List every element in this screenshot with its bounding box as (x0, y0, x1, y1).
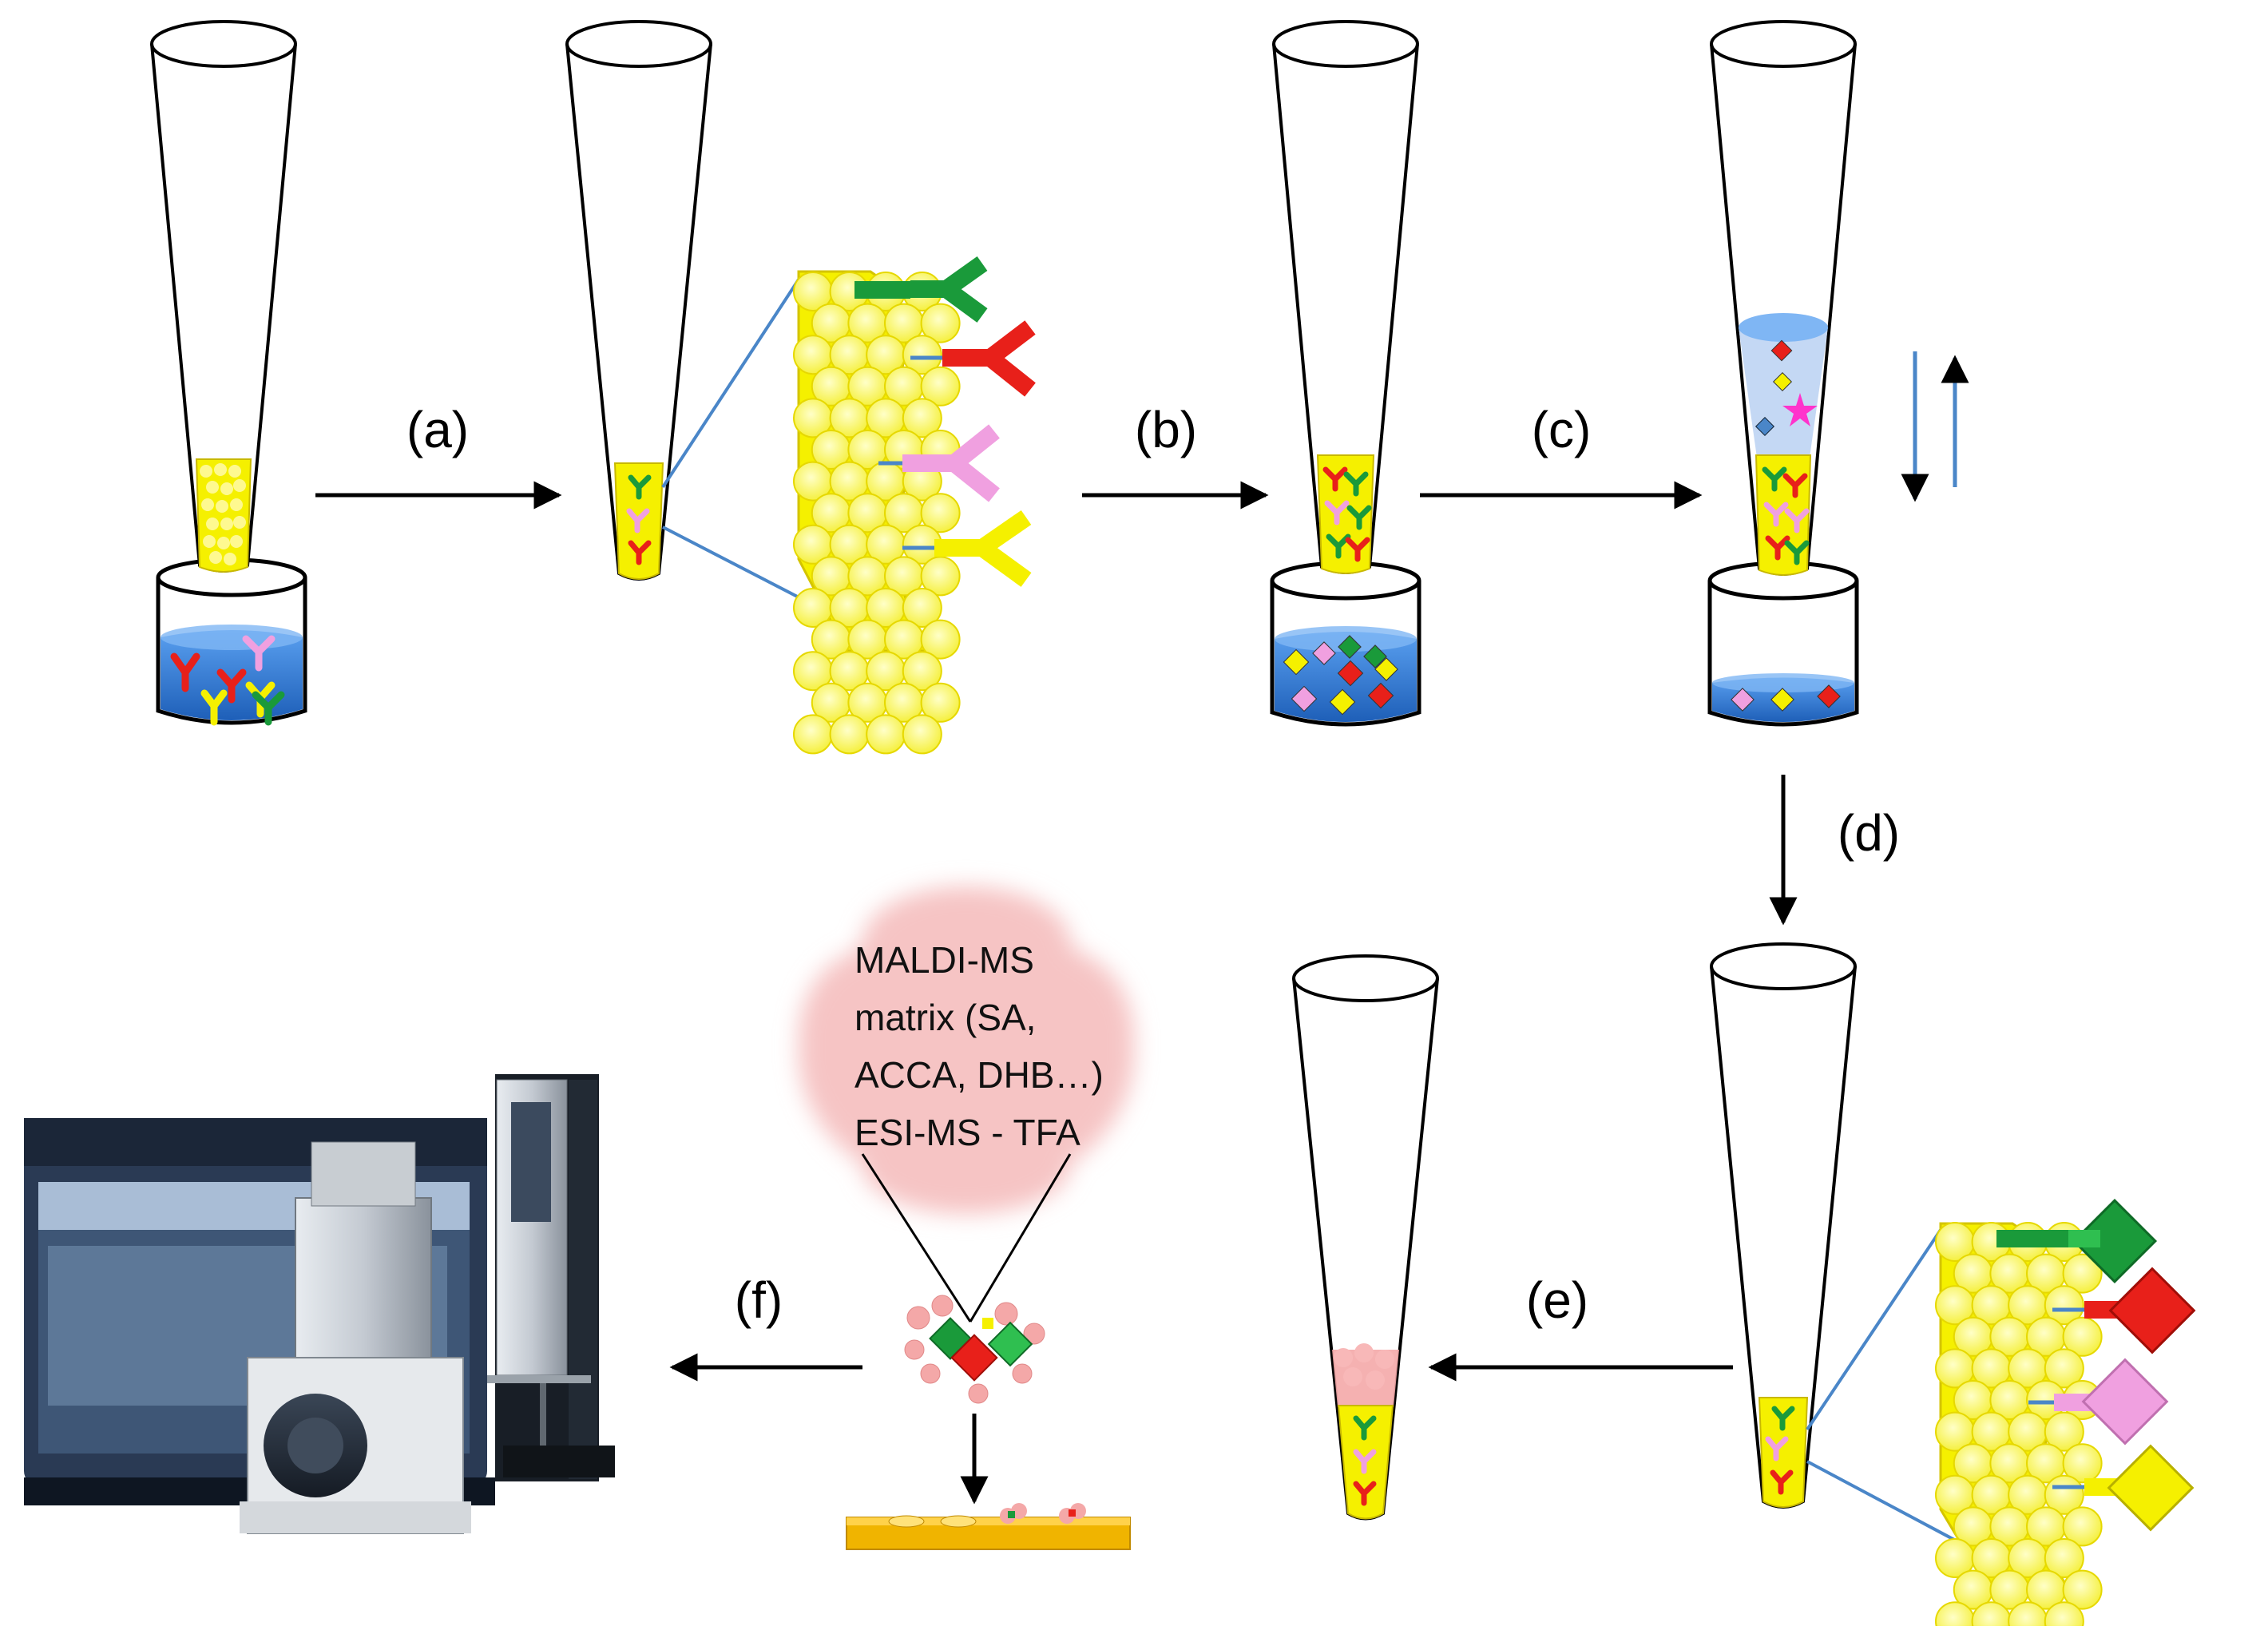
stage-6-elution (1292, 954, 1439, 1521)
free-antigens (1283, 635, 1398, 716)
label-step-e: (e) (1526, 1271, 1588, 1329)
resin-bead (2044, 1411, 2084, 1452)
matrix-cloud-group: MALDI-MS matrix (SA, ACCA, DHB…) ESI-MS … (799, 886, 1134, 1323)
arrow-step-e: (e) (1428, 1271, 1733, 1382)
resin-bead (793, 714, 833, 755)
resin-bead (920, 682, 961, 723)
pipette-tip-1 (150, 20, 297, 573)
resin-zoom-2 (1935, 1222, 2103, 1630)
antibody-pink-tethered (878, 424, 1000, 502)
label-step-d: (d) (1838, 804, 1900, 862)
mass-spectrometer (24, 1074, 615, 1534)
label-step-c: (c) (1532, 401, 1592, 458)
beaker-2 (1270, 561, 1421, 727)
pipette-tip-2 (565, 20, 712, 581)
cone-line-right (969, 1153, 1072, 1323)
matrix-cloud (799, 886, 1134, 1214)
arrow-step-f: (f) (669, 1271, 862, 1382)
pipette-tip-4 (1710, 20, 1857, 576)
resin-bead (2044, 1285, 2084, 1326)
antigen-star (1782, 393, 1818, 426)
antibody-green-tethered (854, 256, 988, 323)
immobilized-antibodies-zoom (854, 256, 1036, 587)
resin-zoom-1 (793, 270, 961, 755)
ion-source-unit (240, 1141, 471, 1534)
antibody-antigen-complexes (1996, 1198, 2196, 1532)
arrow-step-b: (b) (1082, 401, 1269, 510)
resin-bead (920, 556, 961, 597)
resin-bead (829, 714, 870, 755)
resin-bead (902, 651, 942, 692)
resin-bead (2062, 1316, 2103, 1357)
resin-bead (2044, 1538, 2084, 1578)
resin-bead (902, 335, 942, 375)
zoom-line-top (661, 278, 800, 489)
antibody-yellow-tethered (902, 510, 1032, 587)
pipette-tip-3 (1272, 20, 1419, 574)
free-antibodies (170, 635, 285, 726)
antibody-solution (161, 630, 303, 720)
resin-bead (902, 398, 942, 438)
resin-bead (2062, 1506, 2103, 1547)
eluate-mixture (904, 1295, 1045, 1505)
matrix-text-line-2: matrix (SA, (854, 997, 1036, 1038)
arrow-step-d: (d) (1769, 775, 1900, 926)
resin-bead (920, 366, 961, 407)
cone-line-left (861, 1153, 972, 1323)
resin-bead (2044, 1601, 2084, 1630)
label-step-b: (b) (1135, 401, 1197, 458)
beaker-3 (1707, 561, 1859, 727)
complex-red (2052, 1267, 2196, 1354)
pipette-tip-5 (1710, 942, 1857, 1509)
resin-bead (2044, 1348, 2084, 1389)
resin-bead (920, 619, 961, 660)
stage-1-antibody-loading (150, 20, 307, 726)
resin-bead (2062, 1443, 2103, 1484)
resin-bed-5 (1758, 1397, 1809, 1508)
matrix-text-line-4: ESI-MS - TFA (854, 1112, 1080, 1153)
resin-bead (2062, 1253, 2103, 1294)
matrix-text-line-1: MALDI-MS (854, 939, 1034, 981)
arrow-step-c: (c) (1420, 401, 1703, 510)
resin-bead (902, 714, 942, 755)
esi-ms-unit (487, 1074, 615, 1481)
stage-3-antigen-capture (1270, 20, 1421, 727)
zoom-line-top-2 (1806, 1228, 1942, 1431)
arrow-step-a: (a) (315, 401, 562, 510)
antibody-red-tethered (910, 320, 1036, 397)
stage-5-captured-antigens (1710, 942, 2196, 1630)
label-step-a: (a) (406, 401, 469, 458)
up-down-cycling-arrows (1901, 351, 1969, 502)
resin-bead (2062, 1569, 2103, 1610)
pipette-tip-6 (1292, 954, 1439, 1521)
complex-pink (2028, 1358, 2169, 1446)
maldi-target-plate (846, 1503, 1131, 1550)
resin-bead (920, 303, 961, 343)
stage-4-pipetting-cycles (1707, 20, 1969, 727)
complex-yellow (2052, 1444, 2195, 1532)
resin-bead (902, 588, 942, 628)
resin-bead (920, 493, 961, 533)
label-step-f: (f) (735, 1271, 783, 1329)
complex-green (1996, 1198, 2158, 1284)
matrix-text-line-3: ACCA, DHB…) (854, 1054, 1104, 1096)
stage-2-immobilized-antibodies (565, 20, 1036, 755)
resin-bead (866, 714, 906, 755)
